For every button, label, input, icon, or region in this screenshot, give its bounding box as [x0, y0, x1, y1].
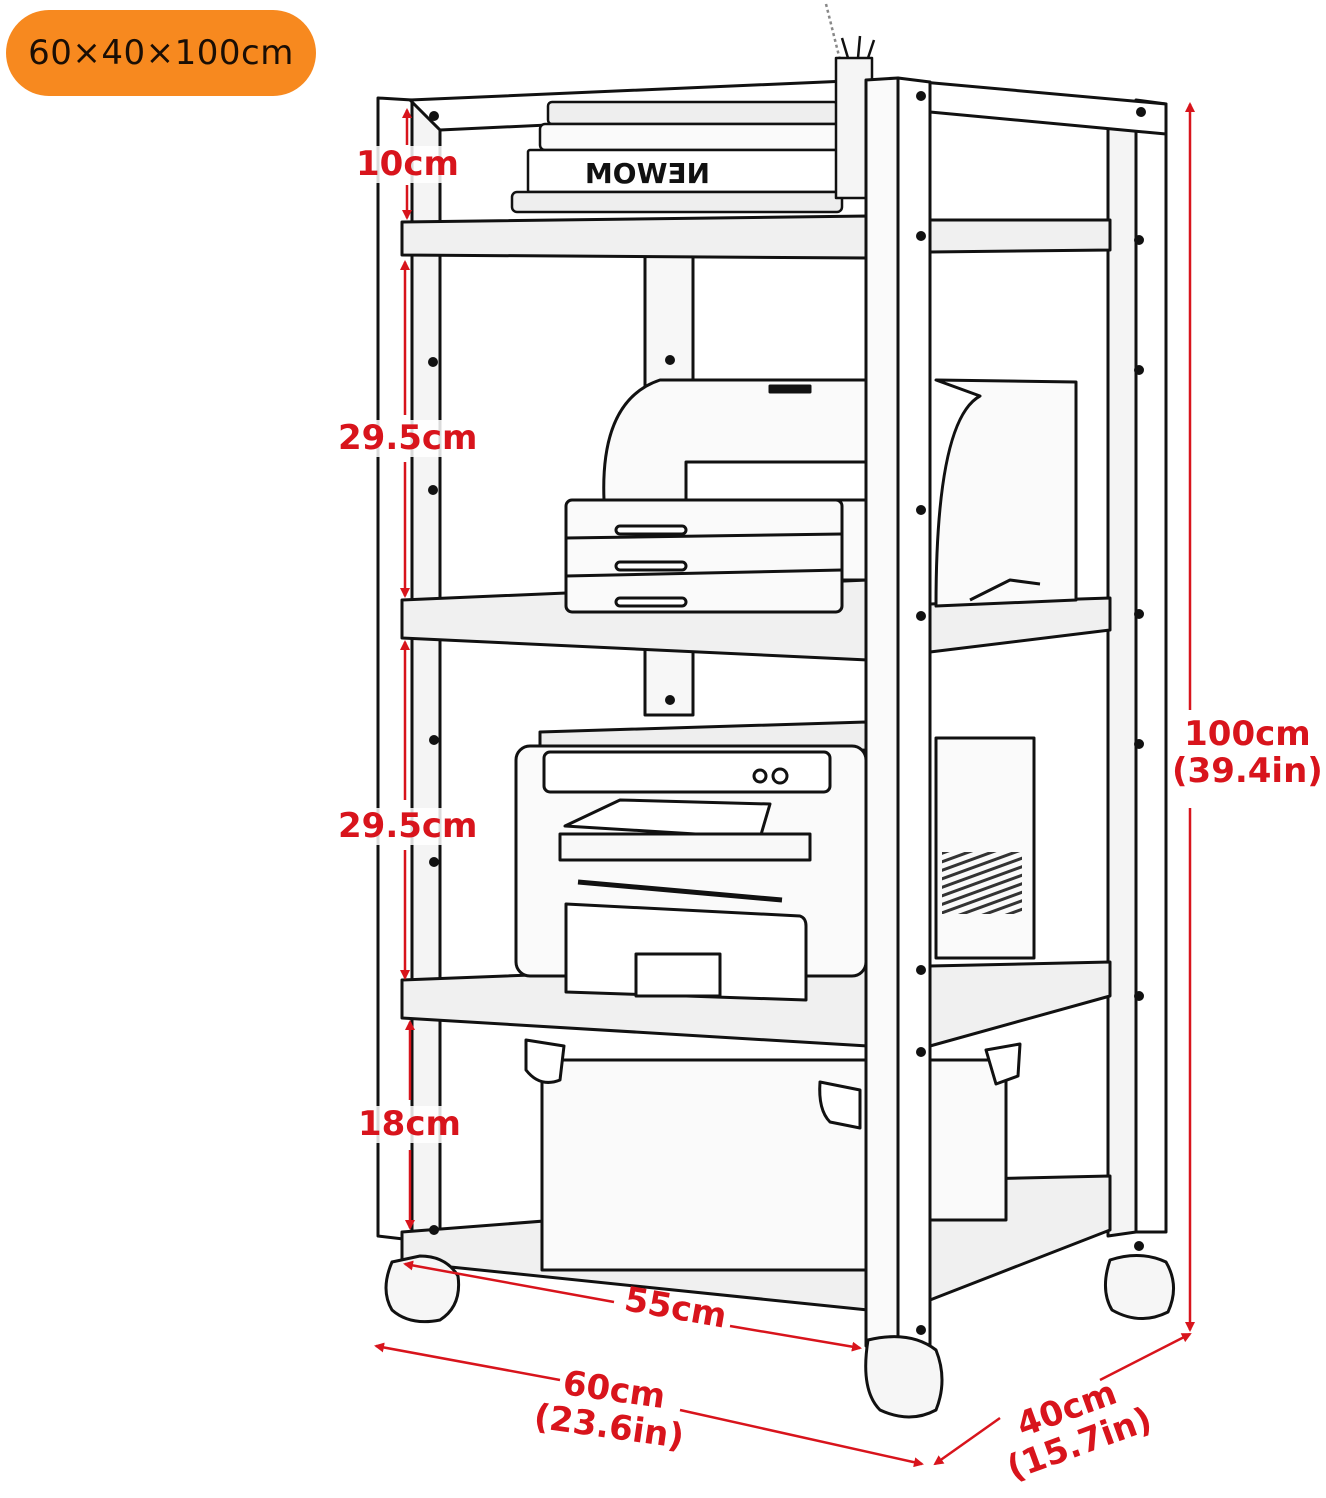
- height-in: (39.4in): [1172, 751, 1323, 792]
- front-post: [864, 76, 932, 1370]
- height-cm: 100cm: [1184, 714, 1311, 754]
- books-stack: NEWOM: [510, 100, 844, 214]
- dimension-bottom-gap: 18cm: [356, 1104, 463, 1144]
- caster-wheels: [384, 1254, 1175, 1419]
- dimension-tier3-gap: 29.5cm: [336, 806, 480, 846]
- dimension-tier2-gap: 29.5cm: [336, 418, 480, 458]
- size-badge: 60×40×100cm: [6, 10, 316, 96]
- storage-box: [524, 1038, 1022, 1272]
- screws: [428, 91, 1146, 1335]
- dimension-lines: [374, 102, 1195, 1468]
- dimension-height: 100cm (39.4in): [1170, 714, 1325, 792]
- shelf-1: [400, 214, 870, 260]
- multifunction-printer: [514, 720, 1036, 1002]
- svg-text:NEWOM: NEWOM: [585, 157, 710, 190]
- back-right-post: [1106, 116, 1138, 1238]
- side-top-rail: [898, 78, 1168, 136]
- back-left-post: [376, 96, 442, 1242]
- dimension-top-gap: 10cm: [354, 144, 461, 184]
- laser-printer: [564, 378, 1078, 614]
